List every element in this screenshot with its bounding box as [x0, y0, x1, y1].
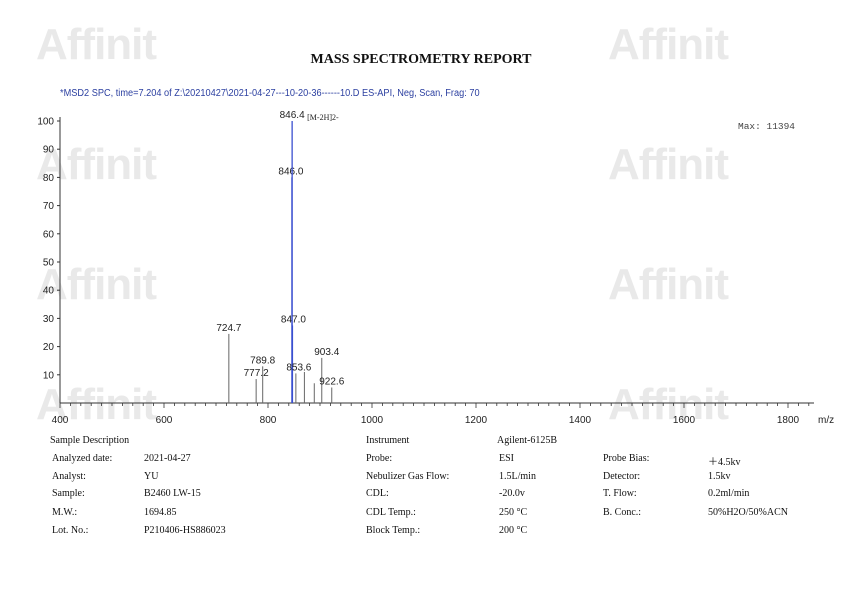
y-tick-label: 100 [37, 117, 54, 128]
report-title: MASS SPECTROMETRY REPORT [310, 52, 532, 67]
x-tick-label: 1800 [777, 415, 800, 426]
x-tick-label: 1600 [673, 415, 696, 426]
detail-value: YU [144, 471, 159, 482]
peak-label: 789.8 [250, 355, 275, 366]
detail-label: CDL: [366, 488, 389, 499]
instrument-heading: Instrument [366, 435, 410, 446]
detail-value: 250 °C [499, 507, 528, 518]
x-tick-label: 400 [52, 415, 69, 426]
x-tick-label: 1400 [569, 415, 592, 426]
detail-value: 1.5kv [708, 471, 731, 482]
detail-label: Detector: [603, 471, 641, 482]
detail-value: ESI [499, 453, 514, 464]
peak-label: 922.6 [319, 376, 344, 387]
detail-label: M.W.: [52, 507, 78, 518]
detail-label: Nebulizer Gas Flow: [366, 471, 450, 482]
detail-value: 200 °C [499, 525, 528, 536]
x-tick-label: 600 [156, 415, 173, 426]
detail-label: B. Conc.: [603, 507, 642, 518]
y-tick-label: 80 [43, 173, 55, 184]
watermark-logo: Affinit [36, 380, 157, 429]
y-tick-label: 10 [43, 370, 55, 381]
detail-value: 1.5L/min [499, 471, 536, 482]
y-tick-label: 60 [43, 229, 55, 240]
detail-value: 0.2ml/min [708, 488, 750, 499]
detail-label: CDL Temp.: [366, 507, 416, 518]
detail-value: P210406-HS886023 [144, 525, 226, 536]
detail-label: Analyzed date: [52, 453, 113, 464]
instrument-value: Agilent-6125B [497, 435, 557, 446]
watermark-logo: Affinit [608, 140, 729, 189]
watermark-logo: Affinit [36, 260, 157, 309]
detail-label: Block Temp.: [366, 525, 421, 536]
watermark-logo: Affinit [608, 20, 729, 69]
detail-value: 1694.85 [144, 507, 177, 518]
peak-label: 847.0 [281, 314, 306, 325]
sample-description-heading: Sample Description [50, 435, 130, 446]
peak-label: 724.7 [216, 323, 241, 334]
peak-label: 853.6 [286, 362, 311, 373]
detail-label: Probe Bias: [603, 453, 650, 464]
y-tick-label: 90 [43, 145, 55, 156]
peak-label: 903.4 [314, 347, 339, 358]
detail-label: Sample: [52, 488, 85, 499]
watermark-logo: Affinit [36, 140, 157, 189]
peak-annotation: [M-2H]2- [307, 113, 339, 122]
x-tick-label: 1000 [361, 415, 384, 426]
x-tick-label: 1200 [465, 415, 488, 426]
detail-value: B2460 LW-15 [144, 488, 201, 499]
detail-label: T. Flow: [603, 488, 637, 499]
x-axis-label: m/z [818, 415, 834, 426]
y-tick-label: 40 [43, 286, 55, 297]
detail-value: 2021-04-27 [144, 453, 191, 464]
peak-label: 846.0 [278, 166, 303, 177]
detail-value: 50%H2O/50%ACN [708, 507, 788, 518]
detail-label: Analyst: [52, 471, 86, 482]
y-tick-label: 50 [43, 258, 55, 269]
watermark-logo: Affinit [608, 380, 729, 429]
detail-value: -20.0v [499, 488, 525, 499]
y-tick-label: 20 [43, 342, 55, 353]
y-tick-label: 30 [43, 314, 55, 325]
peak-label: 777.2 [244, 368, 269, 379]
y-tick-label: 70 [43, 201, 55, 212]
watermark-logo: Affinit [36, 20, 157, 69]
detail-value: ＋4.5kv [708, 457, 741, 468]
spectrum-header: *MSD2 SPC, time=7.204 of Z:\20210427\202… [60, 88, 480, 99]
detail-label: Probe: [366, 453, 393, 464]
watermark-logo: Affinit [608, 260, 729, 309]
x-tick-label: 800 [260, 415, 277, 426]
max-intensity-label: Max: 11394 [738, 121, 796, 132]
peak-label: 846.4 [280, 110, 305, 121]
detail-label: Lot. No.: [52, 525, 89, 536]
